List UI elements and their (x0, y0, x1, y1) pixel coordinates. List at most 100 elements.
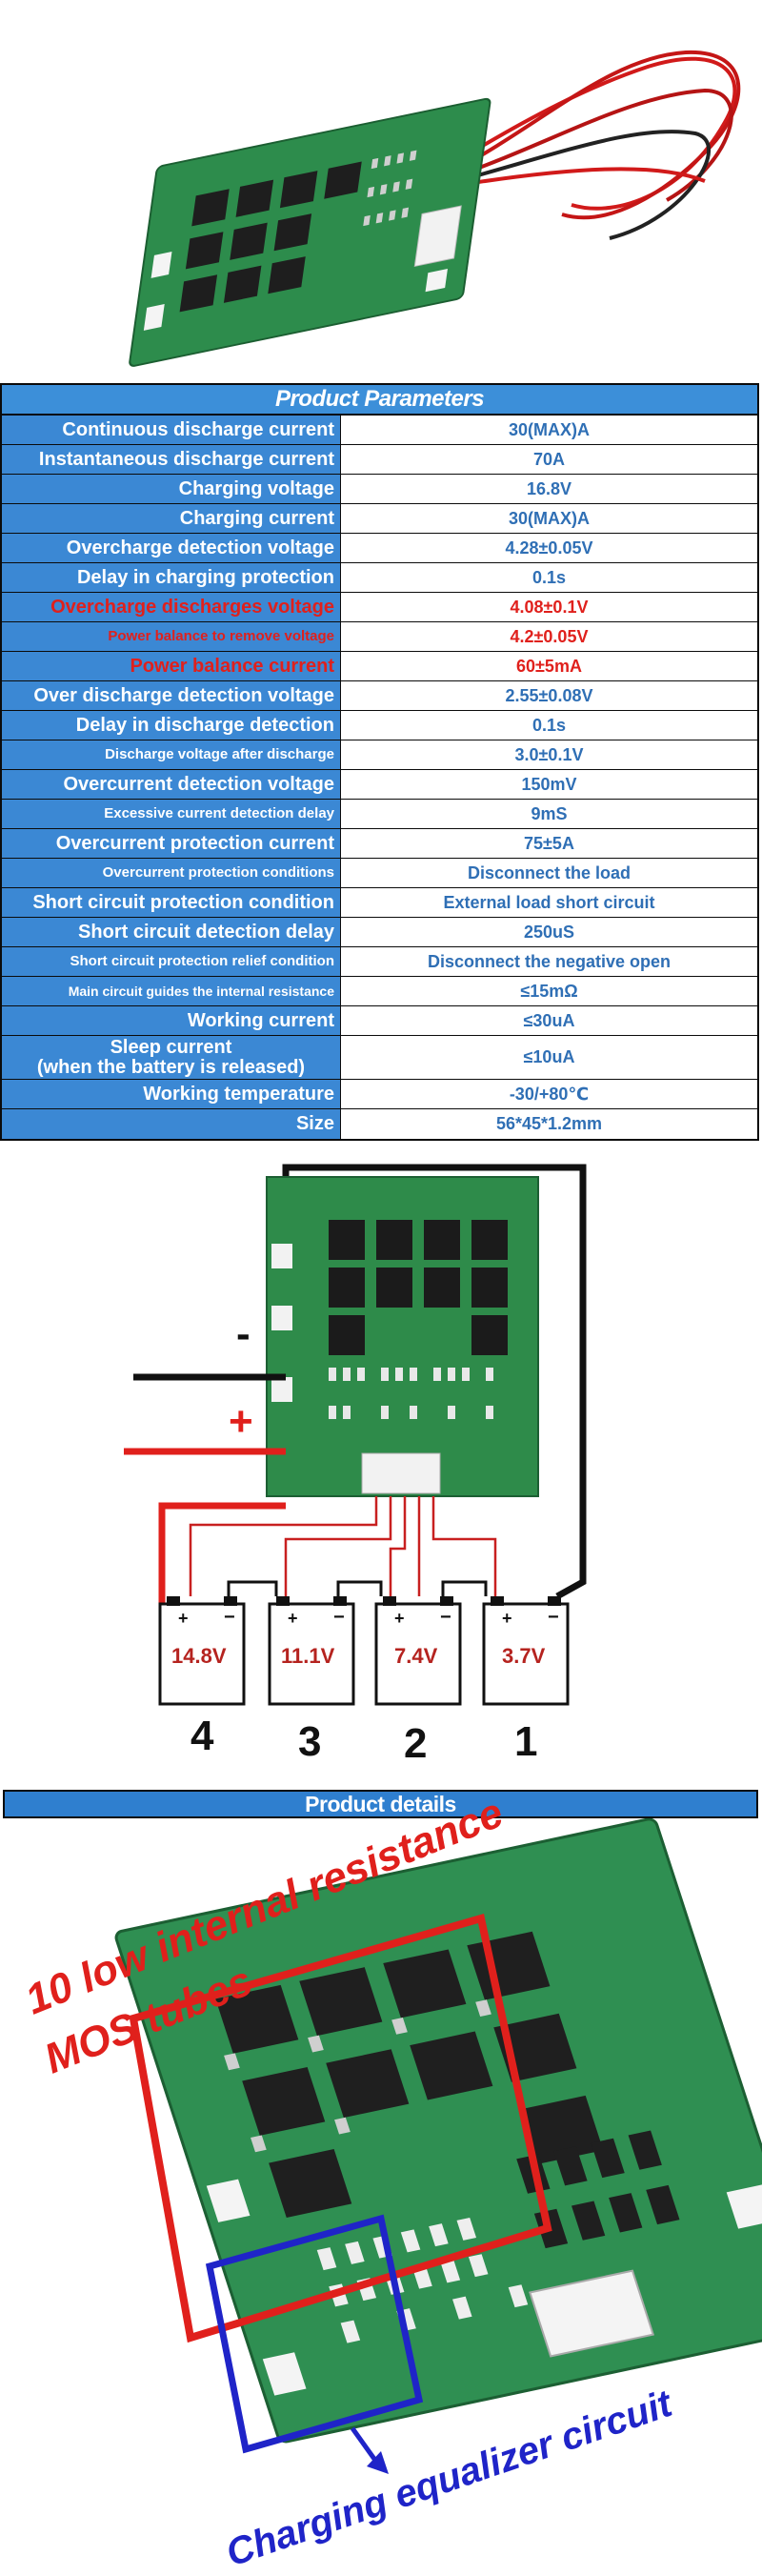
parameter-label: Charging current (2, 504, 341, 533)
hero-product-photo (0, 0, 762, 381)
cell-number-label: 4 (190, 1713, 214, 1759)
cell-1-plus: + (502, 1609, 512, 1628)
parameter-value: ≤15mΩ (341, 977, 757, 1005)
parameter-label: Delay in charging protection (2, 563, 341, 592)
equalizer-highlight-box (205, 2214, 424, 2454)
details-board-illustration (114, 1817, 762, 2474)
parameter-label: Continuous discharge current (2, 416, 341, 444)
cell-1-minus: − (548, 1607, 559, 1628)
parameter-value: -30/+80℃ (341, 1080, 757, 1108)
wiring-diagram: - + + − + − + − + − 14.8V 11.1V 7.4V 3.7… (0, 1148, 762, 1787)
cell-4-plus: + (178, 1609, 189, 1628)
b-plus-wire (158, 1502, 286, 1606)
parameter-label: Short circuit protection relief conditio… (2, 947, 341, 976)
wire-bundle (446, 50, 741, 240)
cell-number-label: 1 (514, 1718, 538, 1765)
cell-number-label: 2 (404, 1720, 428, 1767)
equalizer-arrow-head (367, 2451, 389, 2474)
parameter-value: 30(MAX)A (341, 504, 757, 533)
details-photo: 10 low internal resistance MOS tubes Cha… (0, 1789, 762, 2575)
p-minus-label: - (236, 1310, 251, 1357)
parameter-value: ≤30uA (341, 1006, 757, 1035)
parameter-label: Overcharge discharges voltage (2, 593, 341, 621)
parameter-label: Sleep current (when the battery is relea… (2, 1036, 341, 1079)
parameter-value: 30(MAX)A (341, 416, 757, 444)
parameter-label: Delay in discharge detection (2, 711, 341, 740)
cell-2-minus: − (440, 1607, 451, 1628)
parameter-table: Product Parameters Continuous discharge … (0, 383, 759, 1141)
parameter-label: Overcurrent protection conditions (2, 859, 341, 887)
parameter-label: Instantaneous discharge current (2, 445, 341, 474)
parameter-value: 9mS (341, 800, 757, 828)
parameter-label: Overcharge detection voltage (2, 534, 341, 562)
parameter-label: Working current (2, 1006, 341, 1035)
parameter-value: 60±5mA (341, 652, 757, 680)
bms-board-illustration (129, 50, 741, 367)
parameter-label: Short circuit protection condition (2, 888, 341, 917)
parameter-row: Main circuit guides the internal resista… (2, 977, 757, 1006)
cell-voltage-label: 14.8V (171, 1644, 227, 1668)
wiring-pcb-board (266, 1176, 539, 1497)
parameter-value: External load short circuit (341, 888, 757, 917)
parameter-row: Working current≤30uA (2, 1006, 757, 1036)
parameter-value: Disconnect the load (341, 859, 757, 887)
cell-voltage-label: 11.1V (281, 1644, 335, 1668)
battery-cell-1 (158, 1596, 246, 1706)
battery-cell-2 (268, 1596, 355, 1706)
parameter-row: Sleep current (when the battery is relea… (2, 1036, 757, 1080)
parameter-value: 250uS (341, 918, 757, 946)
cell-interconnects (227, 1580, 488, 1596)
cell-number-label: 3 (298, 1718, 322, 1765)
parameter-label: Charging voltage (2, 475, 341, 503)
parameter-value: Disconnect the negative open (341, 947, 757, 976)
parameter-value: 56*45*1.2mm (341, 1109, 757, 1139)
parameter-value: 3.0±0.1V (341, 740, 757, 769)
parameter-value: 150mV (341, 770, 757, 799)
parameter-value: 4.08±0.1V (341, 593, 757, 621)
battery-cell-4 (482, 1596, 570, 1706)
cell-2-plus: + (394, 1609, 405, 1628)
parameter-value: 16.8V (341, 475, 757, 503)
battery-cell-3 (374, 1596, 462, 1706)
parameter-label: Working temperature (2, 1080, 341, 1108)
parameter-label: Power balance to remove voltage (2, 622, 341, 651)
parameter-row: Short circuit protection relief conditio… (2, 947, 757, 977)
parameter-label: Overcurrent protection current (2, 829, 341, 858)
cell-4-minus: − (224, 1607, 235, 1628)
pcb-board (129, 97, 491, 367)
parameter-value: 4.2±0.05V (341, 622, 757, 651)
parameter-value: 75±5A (341, 829, 757, 858)
parameter-table-title: Product Parameters (2, 385, 757, 416)
balance-wires (189, 1496, 497, 1596)
parameter-label: Overcurrent detection voltage (2, 770, 341, 799)
cell-3-minus: − (333, 1607, 345, 1628)
cell-3-plus: + (288, 1609, 298, 1628)
mos-highlight-box (129, 1913, 552, 2343)
product-details-banner: Product details (3, 1790, 758, 1818)
cell-voltage-label: 3.7V (502, 1644, 546, 1668)
parameter-value: 0.1s (341, 711, 757, 740)
parameter-value: ≤10uA (341, 1036, 757, 1079)
cell-voltage-label: 7.4V (394, 1644, 438, 1668)
parameter-value: 2.55±0.08V (341, 681, 757, 710)
parameter-label: Over discharge detection voltage (2, 681, 341, 710)
